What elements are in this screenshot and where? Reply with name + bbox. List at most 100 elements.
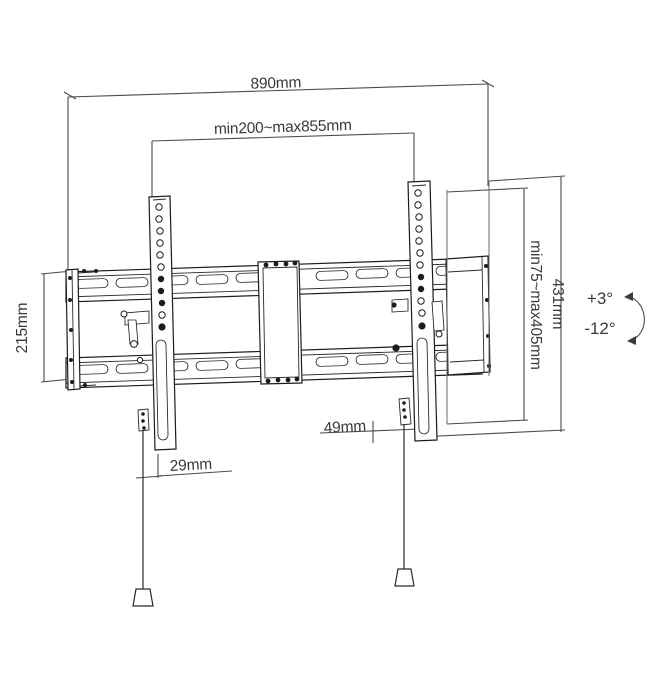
arm-hole	[414, 201, 422, 209]
right-wall-plate	[445, 255, 491, 376]
slot	[195, 360, 229, 371]
plate-bottom-edge	[79, 384, 97, 387]
slot	[115, 277, 149, 288]
label-overall-width: 890mm	[250, 74, 301, 92]
arm-hole	[155, 215, 163, 223]
dimension-890mm	[63, 79, 495, 278]
slot	[355, 268, 389, 279]
tab-hole	[402, 401, 406, 405]
arm-hole	[156, 239, 164, 247]
dim-890-tick-right	[481, 79, 495, 88]
arm-hole	[415, 213, 423, 221]
dimension-lines-group	[40, 79, 566, 479]
plate-hole	[485, 298, 489, 302]
center-plate-inner	[262, 266, 300, 379]
knob-pin	[127, 319, 139, 345]
plate-top-edge	[77, 271, 95, 274]
plate-hole	[83, 383, 87, 387]
right-tilt-lock-knob	[391, 298, 445, 352]
plate-hole	[484, 264, 488, 268]
left-arm-body	[148, 195, 177, 451]
tab-hole	[141, 412, 145, 416]
right-arm-top-edge	[411, 184, 427, 187]
right-arm-slot	[416, 337, 430, 435]
slot	[315, 356, 349, 367]
tilt-arc-icon	[627, 295, 645, 341]
dim-29-line	[157, 470, 233, 477]
plate-hole	[68, 298, 72, 302]
dim-405-ext-top	[446, 187, 529, 193]
tab-hole	[403, 415, 407, 419]
knob-ring-small	[136, 356, 144, 364]
rear-frame	[446, 181, 490, 424]
dimension-49mm	[319, 421, 421, 443]
right-plate-rib-top	[447, 269, 483, 273]
right-arm-hole-column	[414, 189, 426, 330]
left-tv-arm	[120, 195, 177, 451]
label-tilt-down: -12°	[584, 319, 615, 338]
left-arm-bottom-detail	[137, 408, 150, 432]
left-wall-plate	[65, 268, 98, 391]
plate-hole	[70, 380, 74, 384]
label-depth-left: 29mm	[169, 456, 212, 475]
wall-mount-assembly	[65, 180, 491, 451]
plate-hole	[69, 328, 73, 332]
dim-431-ext-top	[488, 175, 566, 182]
arm-hole	[158, 299, 166, 307]
left-tilt-lock-knob	[120, 310, 150, 364]
plate-hole	[94, 269, 98, 273]
plate-hole	[263, 262, 269, 268]
dimension-431mm	[417, 175, 566, 438]
plate-hole	[69, 358, 73, 362]
left-arm-slot	[155, 339, 169, 441]
dim-890-line	[67, 83, 489, 98]
knob-shaft	[391, 298, 409, 313]
dim-49-line	[319, 428, 421, 434]
center-plate-body	[257, 260, 303, 385]
tilt-arrow-head-up-icon	[624, 292, 633, 301]
tab-hole	[142, 426, 146, 430]
slot	[315, 270, 349, 281]
arm-hole	[155, 203, 163, 211]
upper-rail-slots	[75, 265, 469, 289]
arm-hole	[158, 323, 166, 331]
arm-hole	[157, 263, 165, 271]
dimension-labels-group: 890mm min200~max855mm 431mm min75~max405…	[14, 74, 616, 475]
plate-hole	[82, 269, 86, 273]
arm-hole	[157, 275, 165, 283]
plate-hole	[283, 261, 289, 267]
knob-ring	[435, 330, 443, 338]
dim-405-ext-bottom	[446, 419, 529, 425]
pivot-bolt	[392, 344, 400, 352]
slot	[75, 364, 109, 375]
plate-hole	[265, 378, 271, 384]
plate-hole	[285, 377, 291, 383]
dim-29-tick	[135, 475, 163, 479]
plate-hole	[68, 276, 72, 280]
arm-hole	[157, 287, 165, 295]
plate-hole	[273, 261, 279, 267]
label-mounting-height-range: min75~max405mm	[527, 240, 544, 369]
slot	[195, 274, 229, 285]
label-tilt-up: +3°	[587, 289, 613, 308]
left-arm-top-edge	[152, 198, 167, 201]
tab-hole	[402, 408, 406, 412]
dim-431-ext-bottom	[417, 429, 566, 438]
arm-hole	[158, 311, 166, 319]
arm-hole	[417, 297, 425, 305]
plate-hole	[294, 376, 300, 382]
label-depth-right: 49mm	[323, 418, 366, 437]
center-plate	[257, 260, 303, 385]
plate-hole	[292, 260, 298, 266]
arm-hole	[417, 273, 425, 281]
arm-bottom-tab	[137, 408, 150, 432]
dim-890-tick-left	[63, 91, 77, 100]
knob-head	[120, 310, 128, 318]
arm-hole	[416, 249, 424, 257]
tilt-arrow-head-down-icon	[627, 336, 636, 345]
arm-hole	[415, 225, 423, 233]
left-foot	[132, 588, 154, 607]
dimension-min200-max855mm	[151, 132, 415, 205]
dimension-29mm	[135, 454, 233, 479]
